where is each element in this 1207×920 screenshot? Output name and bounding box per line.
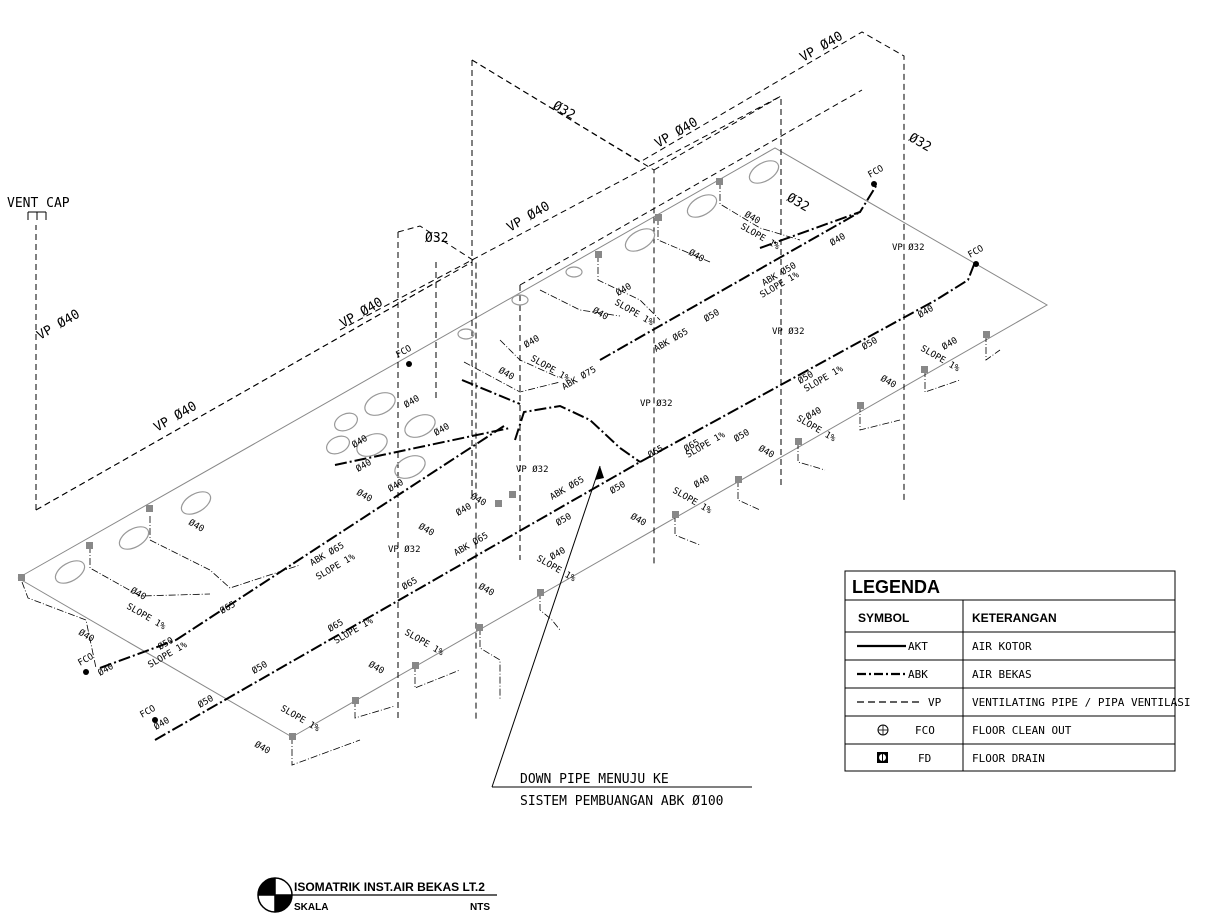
floor-slab-outline: [17, 147, 1049, 738]
svg-text:Ø50: Ø50: [554, 511, 574, 529]
svg-text:SLOPE 1%: SLOPE 1%: [403, 628, 446, 659]
svg-text:Ø40: Ø40: [469, 491, 489, 509]
svg-text:Ø40: Ø40: [591, 305, 611, 323]
svg-text:Ø40: Ø40: [497, 365, 517, 383]
svg-text:Ø50: Ø50: [860, 335, 880, 353]
scale-label: SKALA: [294, 902, 328, 913]
scale-value: NTS: [470, 902, 490, 913]
svg-text:FCO: FCO: [77, 652, 96, 669]
svg-text:VP: VP: [928, 696, 942, 709]
svg-text:Ø40: Ø40: [96, 661, 116, 679]
svg-text:Ø40: Ø40: [355, 487, 375, 505]
vp32-labels: VP Ø32 VP Ø32 VP Ø32 VP Ø32 VP Ø32: [388, 242, 925, 555]
svg-text:ABK Ø65: ABK Ø65: [548, 474, 586, 502]
svg-text:Ø40: Ø40: [350, 433, 370, 451]
slope-labels: SLOPE 1% SLOPE 1% SLOPE 1% SLOPE 1% SLOP…: [125, 222, 962, 735]
svg-text:SLOPE 1%: SLOPE 1%: [279, 704, 322, 735]
clean-out-icon: [877, 724, 889, 736]
title-text: ISOMATRIK INST.AIR BEKAS LT.2: [294, 880, 485, 894]
svg-text:Ø50: Ø50: [250, 659, 270, 677]
svg-text:SLOPE 1%: SLOPE 1%: [125, 602, 168, 633]
legend-col-desc: KETERANGAN: [972, 611, 1057, 625]
title-block: ISOMATRIK INST.AIR BEKAS LT.2 SKALA NTS: [257, 877, 497, 913]
branch-pipes: [21, 182, 1001, 766]
floor-drain-icon: [877, 752, 888, 763]
svg-text:Ø40: Ø40: [687, 247, 707, 265]
down-pipe-leader: DOWN PIPE MENUJU KE SISTEM PEMBUANGAN AB…: [491, 465, 752, 809]
svg-text:Ø40: Ø40: [454, 501, 474, 519]
down-pipe-line1: DOWN PIPE MENUJU KE: [520, 772, 669, 787]
svg-text:Ø40: Ø40: [402, 393, 422, 411]
svg-text:Ø40: Ø40: [879, 373, 899, 391]
svg-text:AIR BEKAS: AIR BEKAS: [972, 668, 1032, 681]
svg-text:ABK Ø65: ABK Ø65: [452, 530, 490, 558]
svg-text:Ø40: Ø40: [804, 405, 824, 423]
svg-text:Ø32: Ø32: [425, 231, 448, 246]
fco-markers: [83, 181, 979, 723]
svg-text:Ø32: Ø32: [550, 98, 578, 123]
svg-text:Ø40: Ø40: [253, 739, 273, 757]
svg-text:Ø40: Ø40: [757, 443, 777, 461]
vent-cap-label: VENT CAP: [7, 196, 70, 211]
svg-text:Ø50: Ø50: [702, 307, 722, 325]
svg-text:Ø65: Ø65: [646, 443, 666, 461]
svg-text:Ø40: Ø40: [940, 335, 960, 353]
svg-text:ABK Ø65: ABK Ø65: [652, 326, 690, 354]
floor-drain-markers: [18, 178, 990, 740]
svg-text:AIR KOTOR: AIR KOTOR: [972, 640, 1032, 653]
svg-text:VP Ø32: VP Ø32: [640, 398, 673, 409]
svg-text:Ø50: Ø50: [608, 479, 628, 497]
svg-text:ABK: ABK: [908, 668, 928, 681]
pipe-size-labels: Ø40 Ø40 Ø40 Ø40 Ø40 Ø40 Ø40 Ø40 Ø40 Ø40 …: [77, 209, 960, 757]
svg-text:Ø40: Ø40: [477, 581, 497, 599]
svg-text:Ø40: Ø40: [77, 627, 97, 645]
svg-text:AKT: AKT: [908, 640, 928, 653]
svg-text:VP Ø40: VP Ø40: [653, 115, 701, 151]
svg-text:Ø40: Ø40: [129, 585, 149, 603]
svg-text:Ø40: Ø40: [629, 511, 649, 529]
svg-text:Ø40: Ø40: [916, 303, 936, 321]
abk-pipe-network: [99, 185, 976, 741]
svg-text:FLOOR CLEAN OUT: FLOOR CLEAN OUT: [972, 724, 1072, 737]
svg-text:Ø40: Ø40: [367, 659, 387, 677]
svg-text:VP Ø32: VP Ø32: [772, 326, 805, 337]
svg-text:VENTILATING PIPE / PIPA VENTIL: VENTILATING PIPE / PIPA VENTILASI: [972, 696, 1191, 709]
legend-title: LEGENDA: [852, 577, 940, 597]
svg-text:Ø50: Ø50: [732, 427, 752, 445]
svg-text:VP Ø40: VP Ø40: [338, 295, 386, 331]
svg-text:Ø32: Ø32: [906, 130, 934, 155]
diameter-32-labels: Ø32 Ø32 Ø32 Ø32: [425, 98, 934, 246]
svg-text:VP Ø32: VP Ø32: [388, 544, 421, 555]
section-marker-icon: [257, 877, 293, 913]
svg-text:VP Ø32: VP Ø32: [516, 464, 549, 475]
svg-text:FCO: FCO: [967, 244, 986, 261]
svg-text:Ø32: Ø32: [784, 190, 812, 215]
svg-text:Ø40: Ø40: [692, 473, 712, 491]
vent-pipe-network: [27, 31, 905, 720]
legend-col-symbol: SYMBOL: [858, 611, 909, 625]
svg-text:FCO: FCO: [395, 344, 414, 361]
svg-text:SLOPE 1%: SLOPE 1%: [613, 298, 656, 329]
fixtures: [54, 160, 780, 584]
svg-text:VENT CAP: VENT CAP: [7, 196, 70, 211]
svg-text:Ø40: Ø40: [187, 517, 207, 535]
svg-text:FLOOR DRAIN: FLOOR DRAIN: [972, 752, 1045, 765]
svg-text:FCO: FCO: [867, 164, 886, 181]
svg-text:FD: FD: [918, 752, 931, 765]
svg-text:Ø40: Ø40: [548, 545, 568, 563]
svg-text:FCO: FCO: [915, 724, 935, 737]
svg-text:VP Ø40: VP Ø40: [35, 307, 83, 343]
svg-text:Ø40: Ø40: [522, 333, 542, 351]
svg-text:VP Ø32: VP Ø32: [892, 242, 925, 253]
svg-text:Ø40: Ø40: [417, 521, 437, 539]
svg-text:SLOPE 1%: SLOPE 1%: [529, 354, 572, 385]
down-pipe-line2: SISTEM PEMBUANGAN ABK Ø100: [520, 794, 724, 809]
svg-text:Ø40: Ø40: [828, 231, 848, 249]
svg-text:VP Ø40: VP Ø40: [798, 29, 846, 65]
legend: LEGENDA SYMBOL KETERANGAN AKT AIR KOTOR …: [844, 570, 1191, 772]
